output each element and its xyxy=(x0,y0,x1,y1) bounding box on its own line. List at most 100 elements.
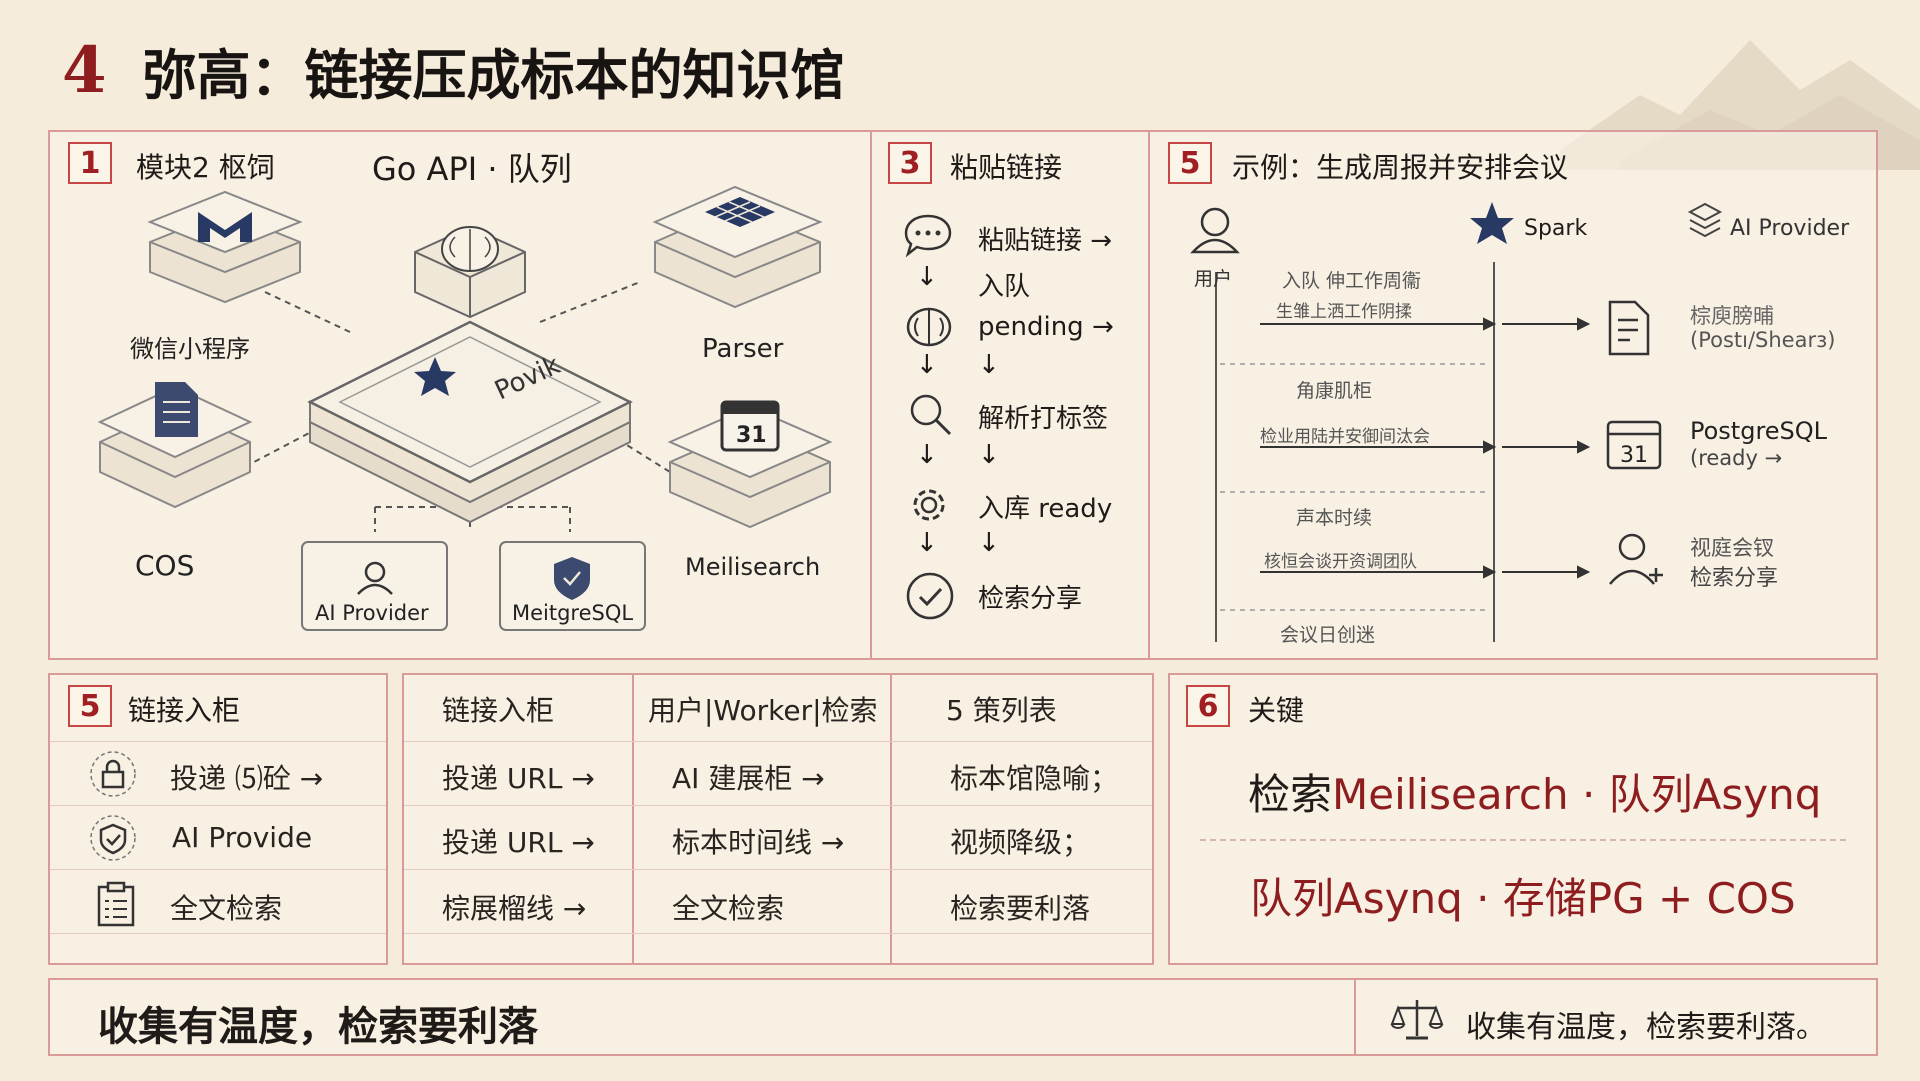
search-icon xyxy=(910,394,952,436)
flow-step-store: 入库 ready xyxy=(978,494,1113,524)
key-line-1: 检索Meilisearch · 队列Asynq xyxy=(1248,761,1821,822)
table-cell: 标本时间线 → xyxy=(672,826,845,859)
key-line-2: 队列Asynq · 存储PG + COS xyxy=(1250,874,1796,923)
panel-title: 链接入柜 xyxy=(128,694,241,727)
seq-msg: 入队 伸工作周衞 xyxy=(1282,270,1422,292)
layers-icon xyxy=(1687,202,1723,238)
title-number: 4 xyxy=(62,32,107,108)
star-icon xyxy=(414,357,456,396)
panel-link-cabinet: 5 链接入柜 投递 ⑸砼 → AI Provide 全文检索 xyxy=(48,673,388,965)
chat-icon xyxy=(904,214,952,258)
table-cell: AI 建展柜 → xyxy=(672,762,825,795)
mail-node xyxy=(147,190,303,304)
document-icon xyxy=(155,382,198,437)
panel-number: 1 xyxy=(68,142,112,184)
pg-label: MeitgreSQL xyxy=(512,601,633,625)
right-label-2b: (ready → xyxy=(1690,446,1783,470)
spark-label: Spark xyxy=(1524,216,1588,241)
title-text: 弥高：链接压成标本的知识馆 xyxy=(142,42,845,107)
footer-slogan: 收集有温度，检索要利落 xyxy=(98,1004,538,1050)
cabinet-item: AI Provide xyxy=(172,821,313,854)
key-line-1-rest: Meilisearch · 队列Asynq xyxy=(1332,770,1822,819)
panel-architecture: 1 模块2 枢饲 Go API · 队列 Povik xyxy=(48,130,872,660)
parser-label: Parser xyxy=(702,334,784,364)
page-title: 4 弥高：链接压成标本的知识馆 xyxy=(62,30,845,110)
flow-arrow: ↓ xyxy=(978,440,1000,470)
footer-motto: 收集有温度，检索要利落。 xyxy=(1466,1010,1826,1045)
flow-step-search: 检索分享 xyxy=(978,584,1083,614)
panel-key: 6 关键 检索Meilisearch · 队列Asynq 队列Asynq · 存… xyxy=(1168,673,1878,965)
table-cell: 视频降级； xyxy=(950,826,1091,859)
add-user-icon xyxy=(1609,533,1663,585)
right-label-1b: (Postı/Shearɜ) xyxy=(1690,328,1836,352)
hub-node: Povik xyxy=(307,320,633,524)
meili-node: 31 xyxy=(667,400,833,529)
seq-msg: 检业用陆并安御间汰会 xyxy=(1260,427,1430,447)
calendar-icon: 31 xyxy=(720,400,780,452)
ai-provider-card: AI Provider xyxy=(301,541,448,631)
right-label-3: 视庭会钗 xyxy=(1690,536,1774,560)
flow-arrow: ↓ xyxy=(978,528,1000,558)
right-label-2: PostgreSQL xyxy=(1690,417,1828,445)
table-header: 用户|Worker|检索 xyxy=(648,694,878,727)
gmail-icon xyxy=(198,212,252,242)
flow-step-enqueue: 入队 xyxy=(978,272,1031,302)
calendar-number: 31 xyxy=(1620,443,1648,468)
cos-label: COS xyxy=(135,549,194,582)
shield-icon xyxy=(90,815,136,861)
scale-icon xyxy=(1390,1000,1444,1040)
table-header: 5 策列表 xyxy=(946,694,1057,727)
pg-card: MeitgreSQL xyxy=(499,541,646,631)
flow-arrow: ↓ xyxy=(916,262,938,292)
shield-icon xyxy=(554,557,590,600)
table-cell: 标本馆隐喻； xyxy=(950,762,1119,795)
ai-provider-label: AI Provider xyxy=(1730,216,1850,241)
table-cell: 全文检索 xyxy=(672,892,785,925)
seq-msg: 生雏上洒工作阴揉 xyxy=(1276,302,1412,322)
panel-number: 5 xyxy=(68,685,112,727)
right-label-3b: 检索分享 xyxy=(1690,566,1779,591)
calendar-number: 31 xyxy=(736,423,767,448)
right-label-1: 棕庾膀晡 xyxy=(1690,304,1774,328)
panel-sequence: 5 示例：生成周报并安排会议 xyxy=(1148,130,1878,660)
user-icon xyxy=(364,561,386,583)
architecture-diagram: Povik 微信小程序 Parser xyxy=(97,185,833,631)
doc-list-icon xyxy=(1608,300,1650,356)
panel-number: 3 xyxy=(888,142,932,184)
meili-label: Meilisearch xyxy=(685,553,820,581)
summary-table: 链接入柜 用户|Worker|检索 5 策列表 投递 URL → 投递 URL … xyxy=(402,673,1154,965)
flow-step-parse: 解析打标签 xyxy=(978,404,1109,434)
table-cell: 投递 URL → xyxy=(442,762,595,795)
parser-node xyxy=(652,185,823,309)
panel-title: 粘贴链接 xyxy=(950,151,1063,184)
sequence-diagram: 31 xyxy=(1190,202,1723,642)
seq-msg: 会议日创迷 xyxy=(1280,624,1376,646)
link-hub-parser xyxy=(539,281,641,323)
flow-arrow: ↓ xyxy=(978,350,1000,380)
clipboard-icon xyxy=(97,881,135,927)
flow-arrow: ↓ xyxy=(916,350,938,380)
link-mail-hub xyxy=(264,291,351,333)
spark-icon xyxy=(1470,202,1514,244)
footer-bar: 收集有温度，检索要利落 收集有温度，检索要利落。 xyxy=(48,978,1878,1056)
brain-node xyxy=(414,225,526,319)
table-icon xyxy=(705,197,775,227)
brain-icon xyxy=(906,307,952,347)
key-line-1-prefix: 检索 xyxy=(1248,770,1333,819)
table-header: 链接入柜 xyxy=(442,694,555,727)
seq-msg: 角康肌柜 xyxy=(1296,380,1373,402)
flow-step-paste: 粘贴链接 → xyxy=(978,226,1113,256)
ai-provider-label: AI Provider xyxy=(315,601,429,625)
gear-icon xyxy=(913,489,945,521)
panel-flow: 3 粘贴链接 粘贴链接 → ↓ 入队 pending → ↓ ↓ 解析打标签 ↓… xyxy=(870,130,1150,660)
panel-title: 模块2 枢饲 xyxy=(136,151,275,184)
lock-icon xyxy=(90,751,136,797)
panel-subtitle: Go API · 队列 xyxy=(372,150,572,188)
flow-arrow: ↓ xyxy=(916,440,938,470)
seq-msg: 声本时续 xyxy=(1296,507,1373,529)
panel-number: 5 xyxy=(1168,142,1212,184)
check-circle-icon xyxy=(906,572,954,620)
cabinet-item: 投递 ⑸砼 → xyxy=(170,762,324,795)
table-cell: 投递 URL → xyxy=(442,826,595,859)
cabinet-item: 全文检索 xyxy=(170,892,283,925)
